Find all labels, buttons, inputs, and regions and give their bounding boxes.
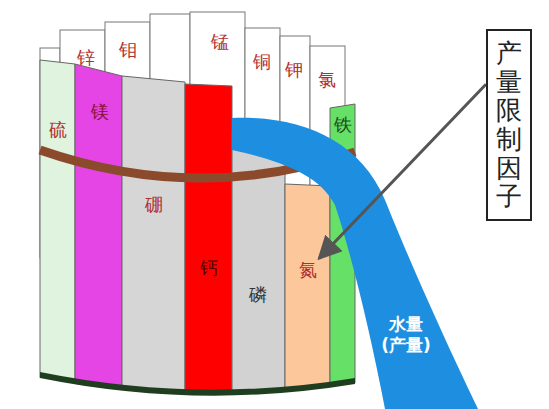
front-staves — [40, 60, 355, 398]
nutrient-label: 钾 — [285, 58, 303, 82]
stave-label-box: 氮 — [297, 256, 319, 284]
stave-label-box: 钾 — [283, 56, 305, 84]
nutrient-label: 钼 — [119, 38, 137, 62]
stave-label-box: 硫 — [47, 116, 69, 144]
nutrient-label: 硫 — [49, 118, 67, 142]
callout-text: 产量限制因子 — [496, 39, 522, 211]
stave-label-box: 钼 — [117, 36, 139, 64]
stave-label-box: 铜 — [251, 48, 273, 76]
water-stream — [232, 118, 478, 409]
stave-magnesium — [75, 64, 122, 398]
nutrient-label: 锌 — [77, 46, 95, 70]
callout-box: 产量限制因子 — [486, 29, 532, 221]
nutrient-label: 氮 — [299, 258, 317, 282]
water-label: 水量 (产量) — [375, 314, 437, 357]
nutrient-label: 硼 — [145, 193, 163, 217]
stave-label-box: 钙 — [198, 254, 220, 282]
leader-arrow — [319, 84, 486, 258]
stave-label-box: 磷 — [247, 281, 269, 309]
stave-label-box: 硼 — [143, 191, 165, 219]
stave-calcium — [185, 84, 232, 398]
stave-label-box: 锰 — [209, 28, 231, 56]
stave-boron — [122, 76, 185, 398]
nutrient-label: 锰 — [211, 30, 229, 54]
nutrient-label: 氯 — [318, 68, 336, 92]
nutrient-label: 镁 — [91, 100, 109, 124]
water-label-box: 水量 (产量) — [373, 312, 439, 359]
barrel-base — [40, 372, 355, 396]
nutrient-label: 磷 — [249, 283, 267, 307]
stave-label-box: 镁 — [89, 98, 111, 126]
stave-label-box: 铁 — [332, 111, 354, 139]
nutrient-label: 钙 — [200, 256, 218, 280]
nutrient-label: 铜 — [253, 50, 271, 74]
stave-label-box: 氯 — [316, 66, 338, 94]
nutrient-label: 铁 — [334, 113, 352, 137]
stave-label-box: 锌 — [75, 44, 97, 72]
stave-nitrogen — [285, 184, 330, 398]
stave-sulfur — [40, 60, 75, 398]
